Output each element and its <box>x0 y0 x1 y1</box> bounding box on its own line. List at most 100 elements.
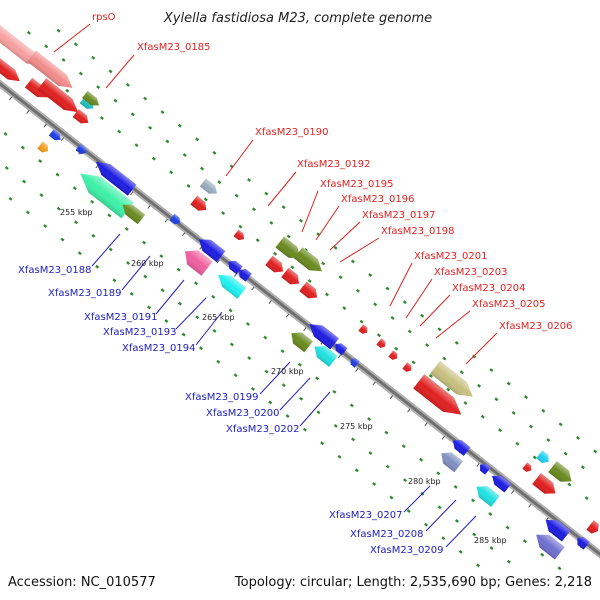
track-dot <box>541 408 546 413</box>
gene-label-0194[interactable]: XfasM23_0194 <box>122 343 196 354</box>
track-dot <box>73 42 78 47</box>
gene-edge[interactable] <box>586 520 600 536</box>
gene-0205[interactable] <box>402 362 413 373</box>
gene-0200[interactable] <box>310 341 338 367</box>
gene-label-0201[interactable]: XfasM23_0201 <box>414 251 488 262</box>
track-dot <box>515 441 520 446</box>
gene-label-0191[interactable]: XfasM23_0191 <box>84 312 158 323</box>
gene-0210a[interactable] <box>536 450 552 465</box>
gene-0189[interactable] <box>119 200 146 225</box>
track-dot <box>488 512 493 516</box>
gene-rev-a[interactable] <box>48 129 63 143</box>
track-dot <box>563 451 568 456</box>
gene-0207[interactable] <box>437 448 463 473</box>
gene-0191[interactable] <box>195 234 226 263</box>
gene-0206[interactable] <box>430 360 478 403</box>
gene-0212b[interactable] <box>574 534 590 550</box>
track-dot <box>324 292 329 297</box>
gene-0190a[interactable] <box>199 178 220 198</box>
gene-0193[interactable] <box>225 258 243 275</box>
gene-label-0203[interactable]: XfasM23_0203 <box>434 267 508 278</box>
track-dot <box>195 315 200 320</box>
gene-label-0198[interactable]: XfasM23_0198 <box>381 226 455 237</box>
gene-0197[interactable] <box>265 255 287 277</box>
gene-rev-b[interactable] <box>75 143 89 156</box>
track-dot <box>389 495 394 500</box>
gene-label-0207[interactable]: XfasM23_0207 <box>329 510 403 521</box>
gene-label-0185[interactable]: XfasM23_0185 <box>137 42 211 53</box>
gene-label-0195[interactable]: XfasM23_0195 <box>320 179 394 190</box>
gene-label-0199[interactable]: XfasM23_0199 <box>185 392 259 403</box>
track-dot <box>22 179 27 184</box>
gene-0195[interactable] <box>275 236 304 263</box>
tick-label-280: 280 kbp <box>408 477 441 486</box>
track-dot <box>107 213 112 218</box>
backbone-tick <box>268 300 272 304</box>
callout-line <box>403 485 431 513</box>
gene-0198[interactable] <box>299 281 321 303</box>
gene-0194[interactable] <box>214 269 247 299</box>
gene-0184[interactable] <box>0 58 24 86</box>
gene-0208b[interactable] <box>489 472 512 493</box>
gene-0201[interactable] <box>358 324 369 335</box>
track-dot <box>453 484 458 489</box>
gene-0207b[interactable] <box>450 436 471 456</box>
gene-0192a[interactable] <box>233 229 247 242</box>
track-dot <box>558 422 563 427</box>
gene-0193b[interactable] <box>236 266 252 282</box>
gene-label-0188[interactable]: XfasM23_0188 <box>18 265 92 276</box>
track-dot <box>494 397 499 402</box>
gene-0210b[interactable] <box>522 462 533 473</box>
gene-0204[interactable] <box>388 350 399 361</box>
gene-0185b[interactable] <box>79 96 97 112</box>
backbone-tick <box>182 232 186 237</box>
gene-0199b[interactable] <box>305 319 339 350</box>
gene-label-0204[interactable]: XfasM23_0204 <box>452 283 526 294</box>
gene-0208a[interactable] <box>477 461 491 475</box>
gene-0189b[interactable] <box>169 213 183 226</box>
gene-0202[interactable] <box>348 356 360 368</box>
accession-text: Accession: NC_010577 <box>8 575 156 590</box>
gene-label-0206[interactable]: XfasM23_0206 <box>499 321 573 332</box>
gene-0185a[interactable] <box>37 78 83 117</box>
gene-0196[interactable] <box>293 247 326 277</box>
gene-0210[interactable] <box>548 461 576 487</box>
gene-label-0205[interactable]: XfasM23_0205 <box>472 299 546 310</box>
gene-label-0192[interactable]: XfasM23_0192 <box>297 159 371 170</box>
track-dot <box>441 536 446 541</box>
gene-rpso-block[interactable] <box>27 50 77 93</box>
gene-label-0189[interactable]: XfasM23_0189 <box>48 288 122 299</box>
gene-label-0208[interactable]: XfasM23_0208 <box>350 529 424 540</box>
track-dot <box>108 69 113 74</box>
callout-line <box>301 190 319 233</box>
gene-0200b[interactable] <box>333 341 348 356</box>
gene-label-0196[interactable]: XfasM23_0196 <box>341 194 415 205</box>
gene-label-rpsO[interactable]: rpsO <box>92 12 116 23</box>
gene-label-0209[interactable]: XfasM23_0209 <box>370 545 444 556</box>
gene-0187[interactable] <box>92 156 137 196</box>
gene-0212[interactable] <box>541 514 571 542</box>
track-dot <box>407 329 412 334</box>
gene-orange[interactable] <box>37 141 50 154</box>
gene-label-0193[interactable]: XfasM23_0193 <box>103 327 177 338</box>
track-dot <box>216 359 221 364</box>
gene-0206b[interactable] <box>413 374 467 421</box>
gene-0197b[interactable] <box>281 267 303 289</box>
gene-label-0200[interactable]: XfasM23_0200 <box>206 408 280 419</box>
gene-label-0190[interactable]: XfasM23_0190 <box>255 127 329 138</box>
gene-0208[interactable] <box>472 481 500 507</box>
gene-0186[interactable] <box>82 90 102 109</box>
gene-label-0202[interactable]: XfasM23_0202 <box>226 424 300 435</box>
track-dot <box>350 259 355 264</box>
track-dot <box>263 335 268 340</box>
gene-label-0197[interactable]: XfasM23_0197 <box>362 210 436 221</box>
gene-0211[interactable] <box>532 473 560 499</box>
gene-0190b[interactable] <box>190 195 209 215</box>
gene-0191b[interactable] <box>179 244 213 276</box>
gene-0209[interactable] <box>531 528 565 560</box>
gene-0188[interactable] <box>74 166 134 219</box>
gene-0203[interactable] <box>376 338 387 349</box>
gene-0185c[interactable] <box>72 109 92 127</box>
gene-0199[interactable] <box>287 328 313 353</box>
gene-0183[interactable] <box>0 24 45 72</box>
